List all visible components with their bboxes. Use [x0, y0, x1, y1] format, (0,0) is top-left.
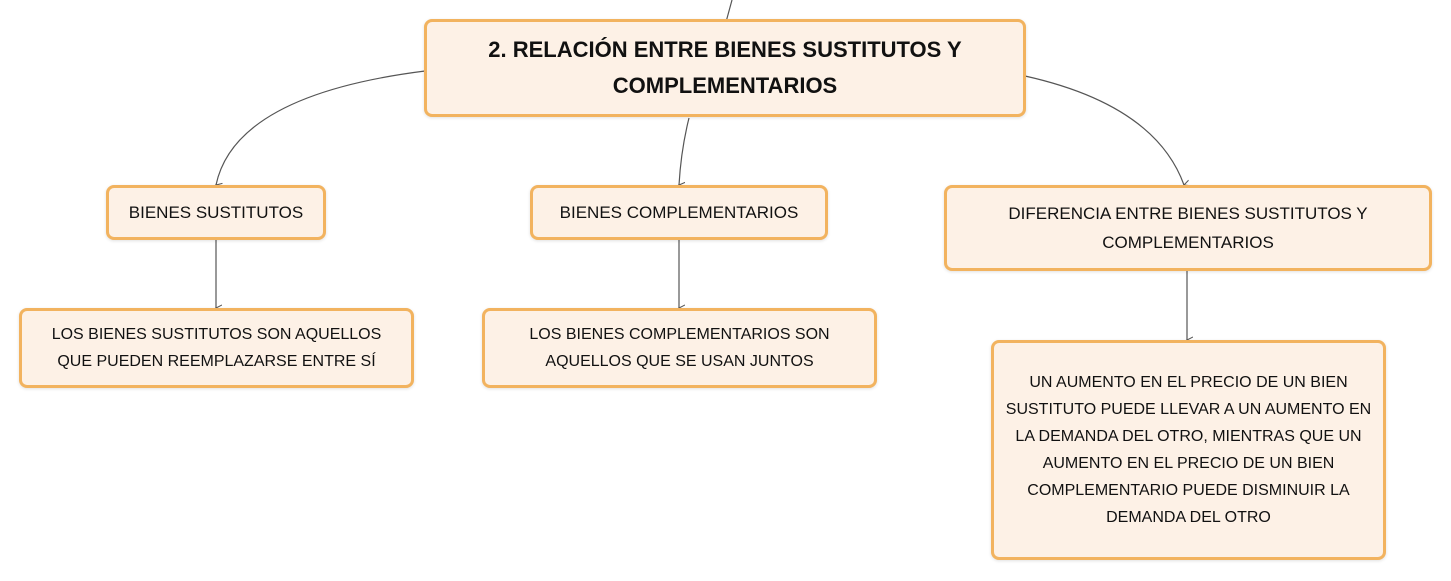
leaf-node-text: LOS BIENES SUSTITUTOS SON AQUELLOS QUE P… [51, 326, 382, 370]
root-node[interactable]: 2. RELACIÓN ENTRE BIENES SUSTITUTOS Y CO… [424, 19, 1026, 117]
leaf-node-text: LOS BIENES COMPLEMENTARIOS SON AQUELLOS … [529, 326, 830, 370]
topic-node-label: BIENES SUSTITUTOS [128, 203, 304, 222]
leaf-node-text: UN AUMENTO EN EL PRECIO DE UN BIEN SUSTI… [1005, 374, 1372, 526]
topic-node-diferencia[interactable]: DIFERENCIA ENTRE BIENES SUSTITUTOS Y COM… [944, 185, 1432, 271]
connector-parent-to-root [725, 0, 733, 23]
root-node-label: 2. RELACIÓN ENTRE BIENES SUSTITUTOS Y CO… [488, 37, 962, 98]
leaf-node-sustitutos-definicion[interactable]: LOS BIENES SUSTITUTOS SON AQUELLOS QUE P… [19, 308, 414, 388]
topic-node-bienes-sustitutos[interactable]: BIENES SUSTITUTOS [106, 185, 326, 240]
topic-node-bienes-complementarios[interactable]: BIENES COMPLEMENTARIOS [530, 185, 828, 240]
connector-root-to-complementarios [679, 117, 690, 185]
topic-node-label: BIENES COMPLEMENTARIOS [559, 203, 799, 222]
topic-node-label: DIFERENCIA ENTRE BIENES SUSTITUTOS Y COM… [1008, 204, 1368, 252]
leaf-node-diferencia-explicacion[interactable]: UN AUMENTO EN EL PRECIO DE UN BIEN SUSTI… [991, 340, 1386, 560]
connector-root-to-sustitutos [216, 70, 426, 185]
connector-root-to-diferencia [1024, 75, 1184, 185]
leaf-node-complementarios-definicion[interactable]: LOS BIENES COMPLEMENTARIOS SON AQUELLOS … [482, 308, 877, 388]
